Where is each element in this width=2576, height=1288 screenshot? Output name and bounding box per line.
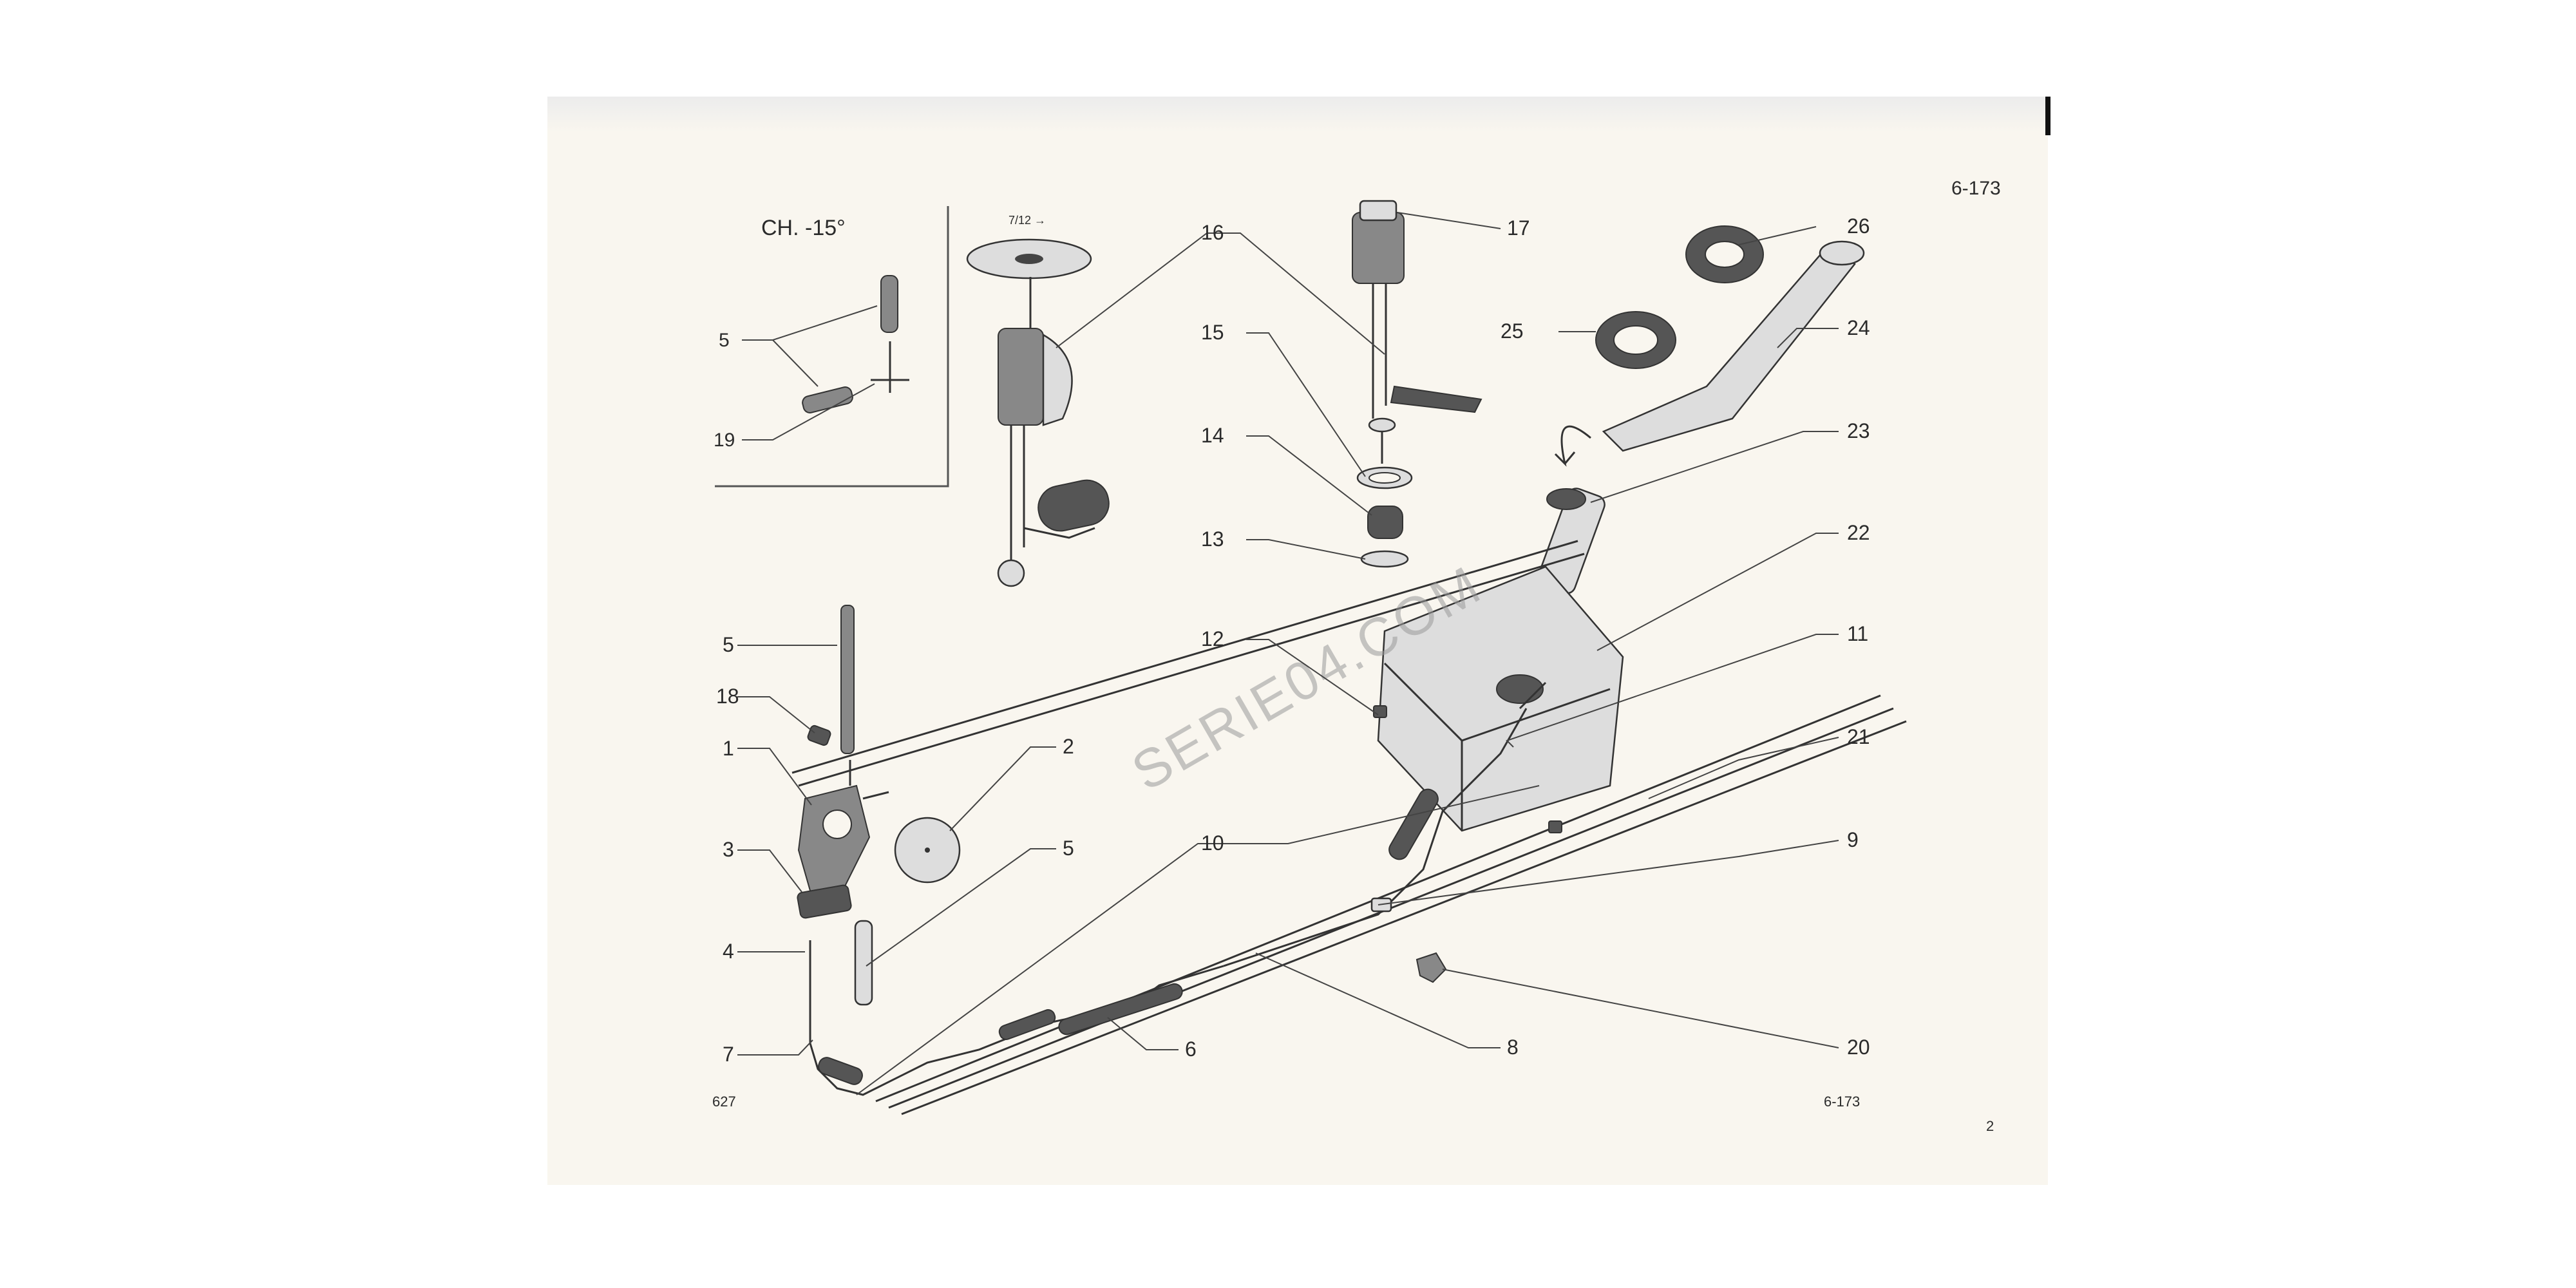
inset-tpiece-icon xyxy=(871,341,909,393)
page-number: 2 xyxy=(1986,1118,1994,1134)
plate-number: 627 xyxy=(712,1094,736,1110)
inset-title: CH. -15° xyxy=(761,216,846,240)
callout-26: 26 xyxy=(1847,214,1870,238)
callout-25: 25 xyxy=(1501,319,1524,343)
callout-3: 3 xyxy=(723,838,734,861)
callout-23: 23 xyxy=(1847,419,1870,442)
inset-rod-icon xyxy=(880,275,898,333)
callout-21: 21 xyxy=(1847,725,1870,748)
callout-labels: 1 2 3 4 5 5 6 7 8 9 10 11 12 13 14 15 16… xyxy=(716,214,1870,1066)
callout-14: 14 xyxy=(1201,424,1224,447)
callout-22: 22 xyxy=(1847,521,1870,544)
sheet-top-shade xyxy=(547,97,2048,132)
fuel-gauge-sender: 7/12 → xyxy=(966,214,1110,587)
sheet-edge-mark xyxy=(2045,97,2050,135)
callout-6: 6 xyxy=(1185,1037,1197,1061)
fuel-tank xyxy=(1377,488,1624,832)
callout-12: 12 xyxy=(1201,627,1224,650)
callout-15: 15 xyxy=(1201,321,1224,344)
fuel-pump xyxy=(797,605,961,1043)
callout-24: 24 xyxy=(1847,316,1870,339)
page-code-bottom: 6-173 xyxy=(1824,1094,1860,1110)
filler-neck xyxy=(1554,225,1865,467)
tank-sender-assembly xyxy=(1352,200,1482,568)
callout-20: 20 xyxy=(1847,1036,1870,1059)
callout-13: 13 xyxy=(1201,527,1224,551)
inset-box: CH. -15° 5 19 xyxy=(714,206,949,488)
inset-label-19: 19 xyxy=(714,430,735,451)
callout-4: 4 xyxy=(723,940,734,963)
callout-17: 17 xyxy=(1507,216,1530,240)
callout-5a: 5 xyxy=(723,633,734,656)
callout-11: 11 xyxy=(1847,622,1868,645)
callout-18: 18 xyxy=(716,685,739,708)
callout-1: 1 xyxy=(723,737,734,760)
callout-16: 16 xyxy=(1201,221,1224,244)
callout-2: 2 xyxy=(1063,735,1074,758)
callout-5b: 5 xyxy=(1063,837,1074,860)
callout-9: 9 xyxy=(1847,828,1859,851)
page-code-top: 6-173 xyxy=(1951,178,2001,199)
gauge-note: 7/12 → xyxy=(1009,214,1046,227)
callout-10: 10 xyxy=(1201,831,1224,855)
inset-label-5: 5 xyxy=(719,330,730,351)
leader-lines xyxy=(737,212,1839,1095)
callout-7: 7 xyxy=(723,1043,734,1066)
callout-8: 8 xyxy=(1507,1036,1519,1059)
fuel-lines xyxy=(791,540,1907,1115)
